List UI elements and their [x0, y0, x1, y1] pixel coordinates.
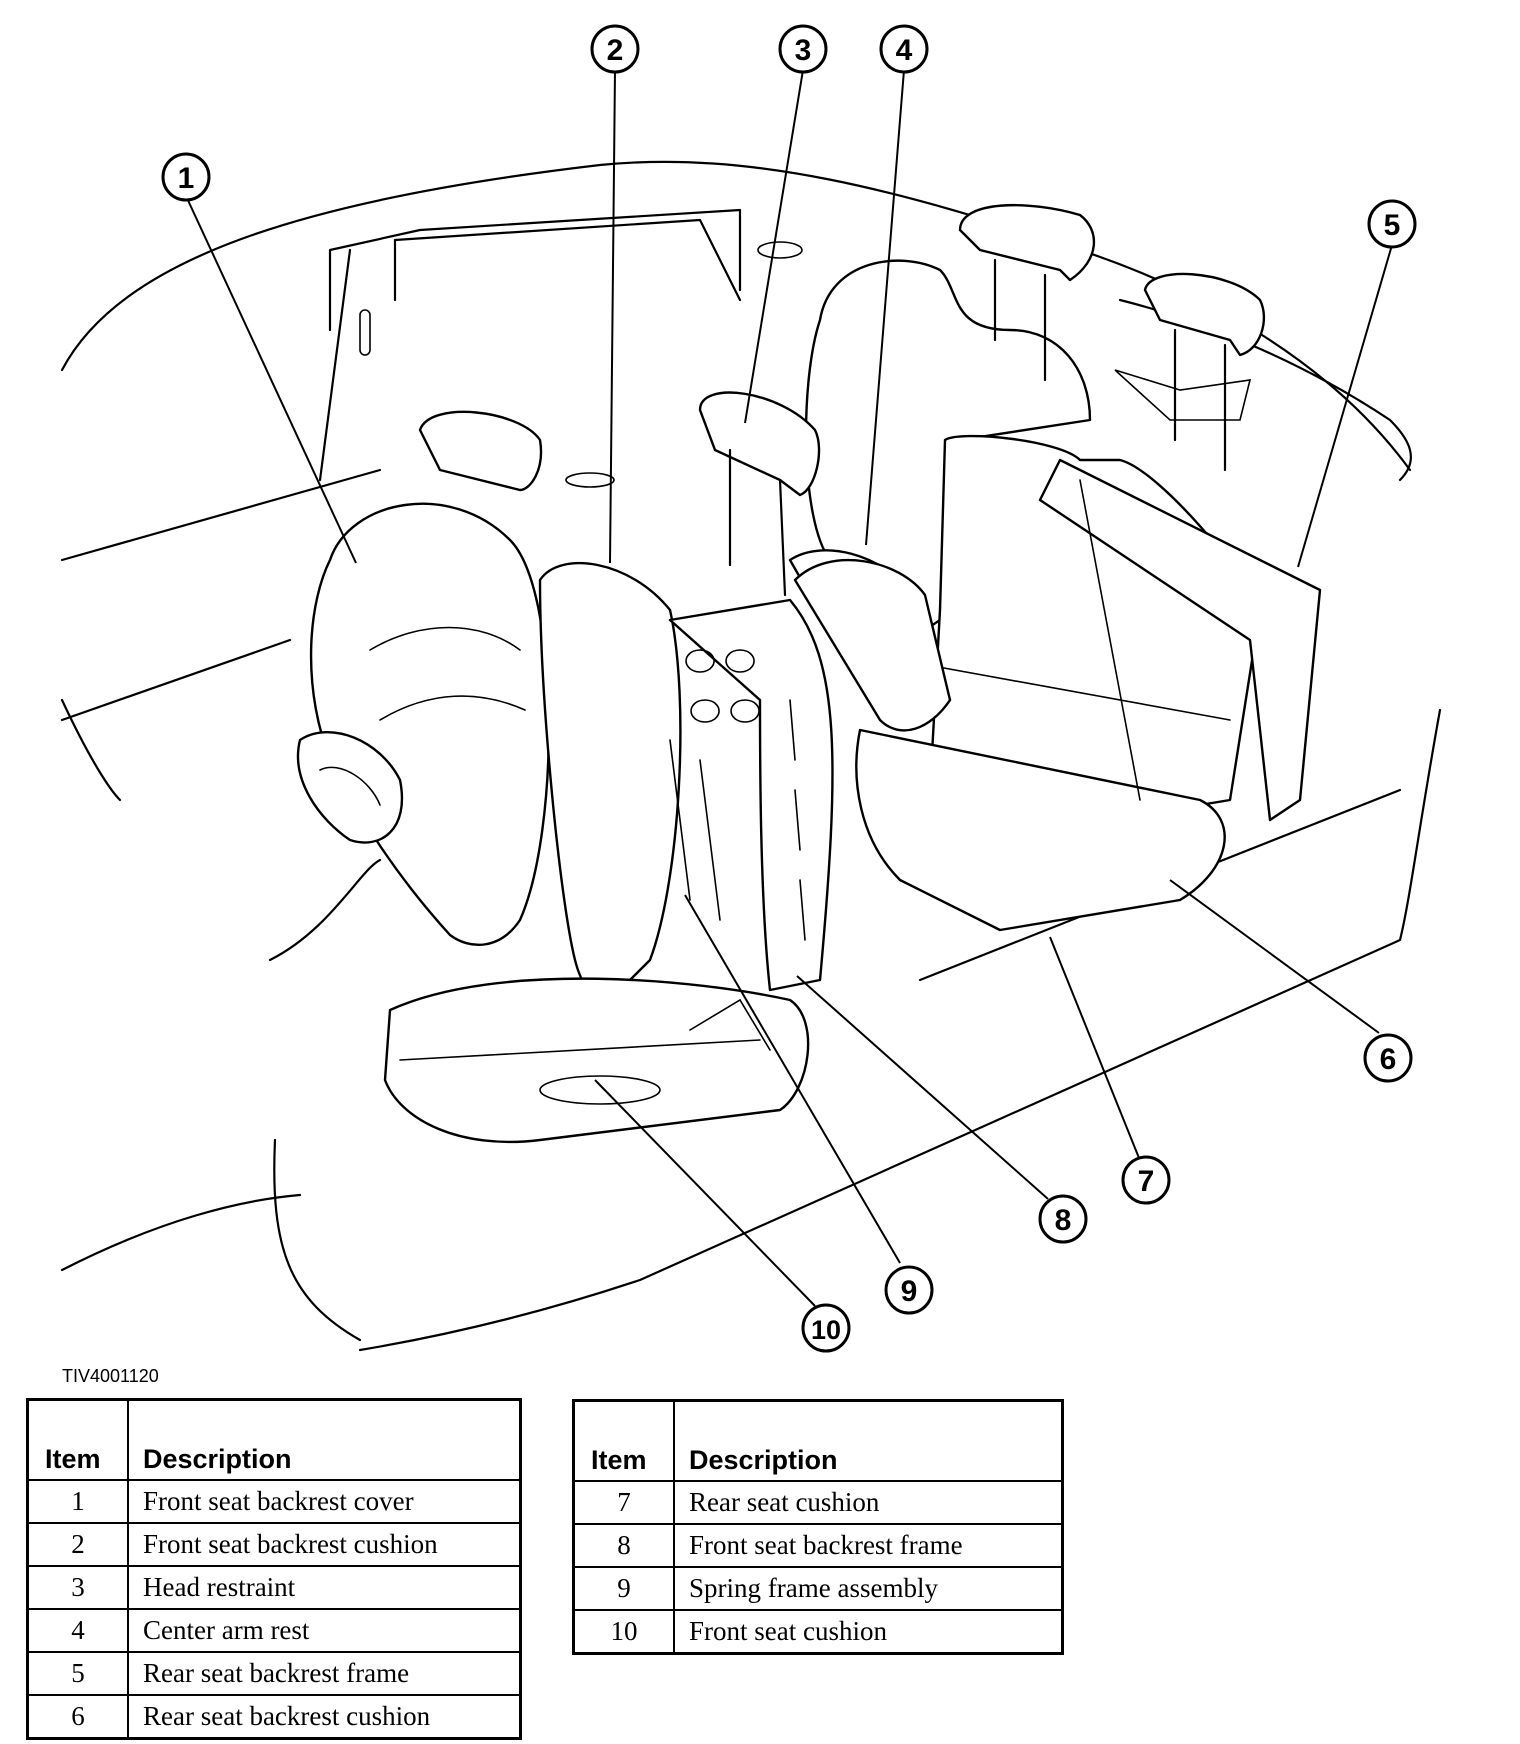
callout-5: 5: [1367, 199, 1417, 249]
callout-7-label: 7: [1138, 1165, 1155, 1198]
rear-seat-drawing: [788, 204, 1322, 932]
legend-item-number: 2: [26, 1522, 129, 1567]
legend-item-description: Spring frame assembly: [673, 1566, 1064, 1611]
legend-item-description: Rear seat backrest cushion: [127, 1694, 522, 1740]
legend-item-number: 9: [572, 1566, 675, 1611]
leader-2: [609, 69, 616, 564]
legend-row: 10 Front seat cushion: [572, 1609, 1064, 1655]
callout-2: 2: [590, 24, 640, 74]
legend-item-description: Front seat cushion: [673, 1609, 1064, 1655]
legend-item-number: 1: [26, 1479, 129, 1524]
item-header: Item: [26, 1398, 129, 1481]
front-seat-drawing: [296, 391, 952, 1144]
legend-row: 7 Rear seat cushion: [572, 1480, 1064, 1525]
legend-item-number: 7: [572, 1480, 675, 1525]
callout-9: 9: [884, 1265, 934, 1315]
legend-table-left: Item Description 1 Front seat backrest c…: [26, 1398, 522, 1740]
legend-row: 3 Head restraint: [26, 1565, 522, 1610]
legend-item-description: Rear seat backrest frame: [127, 1651, 522, 1696]
legend-item-number: 4: [26, 1608, 129, 1653]
leader-7: [1049, 936, 1140, 1159]
legend-row: 4 Center arm rest: [26, 1608, 522, 1653]
leader-1: [185, 195, 357, 564]
legend-item-description: Head restraint: [127, 1565, 522, 1610]
callout-6: 6: [1363, 1033, 1413, 1083]
callout-1-label: 1: [178, 162, 195, 195]
callout-4-label: 4: [896, 34, 913, 67]
description-header: Description: [127, 1398, 522, 1481]
legend-row: 8 Front seat backrest frame: [572, 1523, 1064, 1568]
callout-5-label: 5: [1384, 209, 1401, 242]
legend-item-number: 10: [572, 1609, 675, 1655]
callout-leaders: [185, 69, 1393, 1307]
callout-10: 10: [801, 1303, 851, 1353]
legend-row: 5 Rear seat backrest frame: [26, 1651, 522, 1696]
legend-row: 6 Rear seat backrest cushion: [26, 1694, 522, 1740]
description-header: Description: [673, 1399, 1064, 1482]
callout-7: 7: [1121, 1155, 1171, 1205]
legend-header-row: Item Description: [572, 1399, 1064, 1482]
legend-item-description: Front seat backrest cover: [127, 1479, 522, 1524]
leader-5: [1297, 244, 1393, 568]
legend-table-right: Item Description 7 Rear seat cushion 8 F…: [572, 1399, 1064, 1655]
legend-item-number: 5: [26, 1651, 129, 1696]
legend-row: 2 Front seat backrest cushion: [26, 1522, 522, 1567]
legend-header-row: Item Description: [26, 1398, 522, 1481]
legend-item-description: Center arm rest: [127, 1608, 522, 1653]
callout-4: 4: [879, 24, 929, 74]
leader-3: [744, 69, 804, 424]
seat-exploded-diagram: 1 2 3 4 5 6 7 8 9 10: [60, 24, 1442, 1353]
callout-9-label: 9: [901, 1275, 918, 1308]
callout-2-label: 2: [607, 34, 624, 67]
legend-item-description: Front seat backrest frame: [673, 1523, 1064, 1568]
legend-item-number: 3: [26, 1565, 129, 1610]
callout-6-label: 6: [1380, 1043, 1397, 1076]
leader-8: [796, 975, 1049, 1200]
callout-3: 3: [778, 24, 828, 74]
item-header: Item: [572, 1399, 675, 1482]
leader-9: [684, 894, 901, 1264]
legend-item-description: Front seat backrest cushion: [127, 1522, 522, 1567]
leader-10: [594, 1079, 816, 1307]
callout-1: 1: [161, 152, 211, 202]
figure-id: TIV4001120: [62, 1366, 159, 1386]
legend-row: 1 Front seat backrest cover: [26, 1479, 522, 1524]
legend-item-number: 6: [26, 1694, 129, 1740]
callout-8-label: 8: [1055, 1204, 1072, 1237]
callout-3-label: 3: [795, 34, 812, 67]
leader-6: [1169, 879, 1380, 1034]
callout-10-label: 10: [811, 1315, 841, 1345]
callout-8: 8: [1038, 1194, 1088, 1244]
legend-row: 9 Spring frame assembly: [572, 1566, 1064, 1611]
legend-item-number: 8: [572, 1523, 675, 1568]
leader-4: [865, 69, 905, 546]
legend-item-description: Rear seat cushion: [673, 1480, 1064, 1525]
